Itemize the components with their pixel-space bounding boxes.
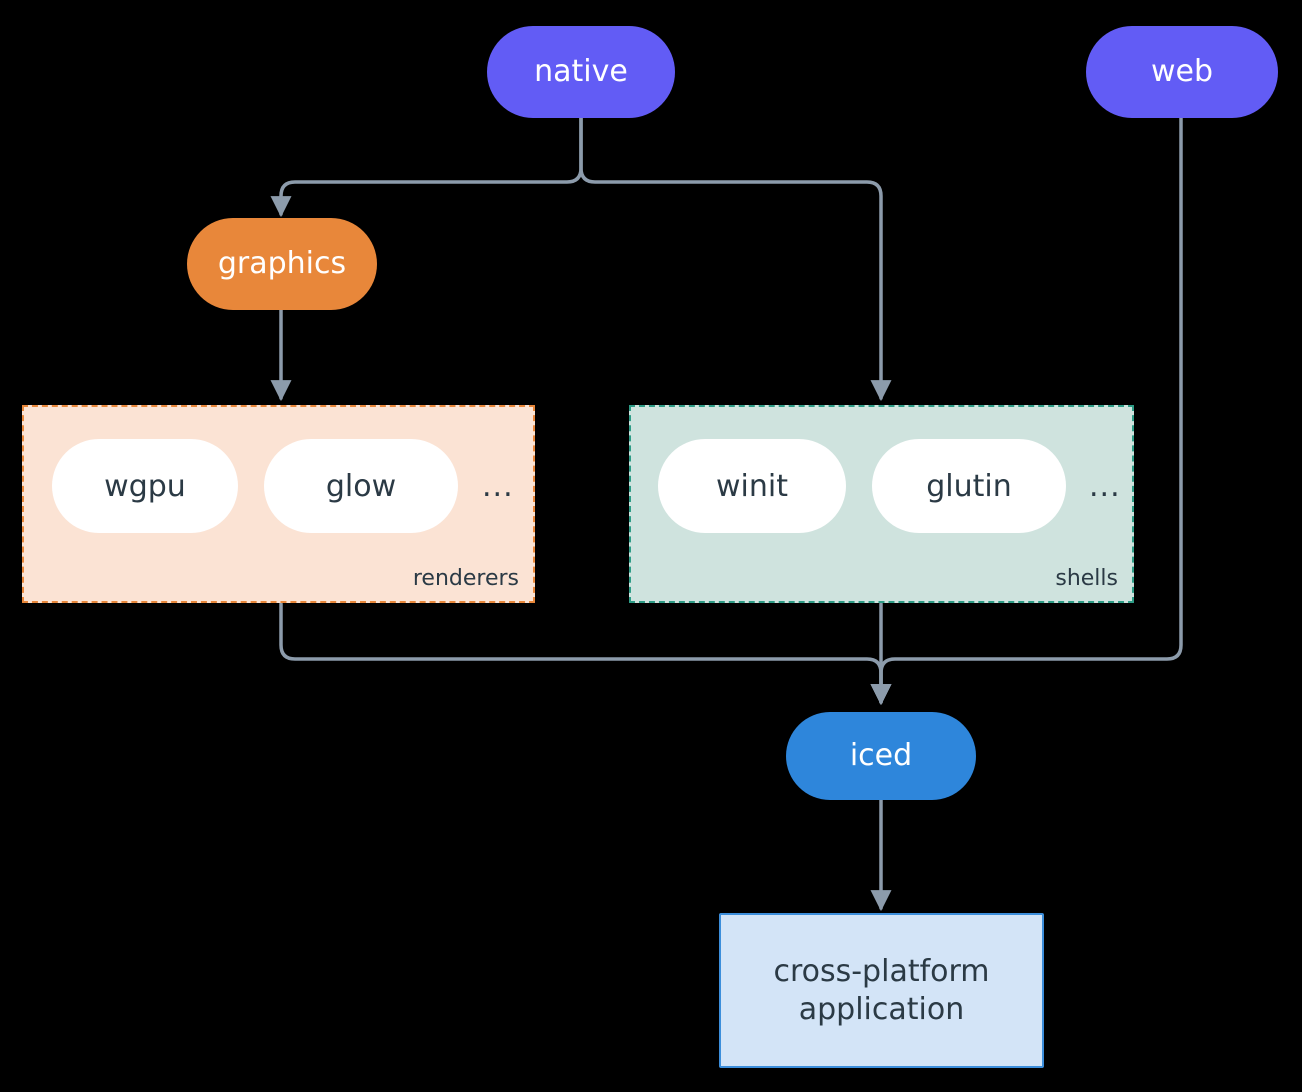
node-graphics[interactable]: graphics (187, 218, 377, 310)
renderers-overflow-ellipsis: ... (482, 469, 514, 504)
shells-overflow-ellipsis: ... (1089, 469, 1121, 504)
leaf-winit-label: winit (716, 468, 788, 504)
edge-renderers-to-iced (279, 602, 892, 706)
group-renderers-label: renderers (412, 566, 519, 591)
leaf-glutin[interactable]: glutin (872, 439, 1066, 533)
leaf-glow-label: glow (325, 468, 397, 504)
node-web-label: web (1150, 54, 1214, 90)
node-web[interactable]: web (1086, 26, 1278, 118)
node-application-line2: application (798, 991, 965, 1027)
node-iced-label: iced (849, 738, 913, 774)
node-iced[interactable]: iced (786, 712, 976, 800)
group-shells[interactable]: winit glutin ... shells (629, 405, 1134, 603)
node-application-line1: cross-platform (773, 954, 990, 989)
edge-native-to-graphics (270, 116, 583, 218)
leaf-wgpu[interactable]: wgpu (52, 439, 238, 533)
leaf-glow[interactable]: glow (264, 439, 458, 533)
node-graphics-label: graphics (217, 246, 347, 282)
leaf-winit[interactable]: winit (658, 439, 846, 533)
node-application[interactable]: cross-platform application (719, 913, 1044, 1068)
node-native-label: native (534, 54, 628, 90)
group-renderers[interactable]: wgpu glow ... renderers (22, 405, 535, 603)
leaf-wgpu-label: wgpu (104, 468, 186, 504)
edge-native-to-shells (579, 116, 892, 402)
leaf-glutin-label: glutin (926, 468, 1012, 504)
group-shells-label: shells (1055, 566, 1118, 591)
node-native[interactable]: native (487, 26, 675, 118)
